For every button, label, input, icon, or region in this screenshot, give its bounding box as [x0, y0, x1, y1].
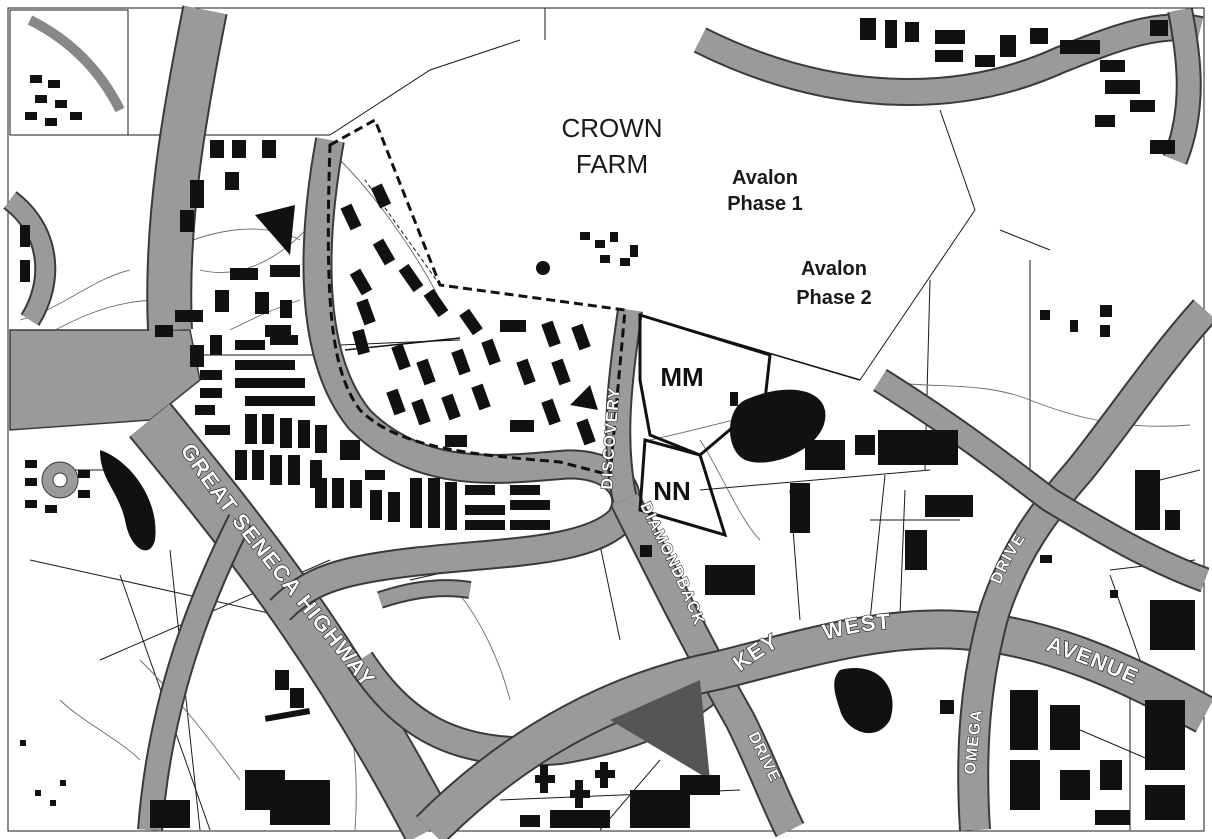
- parcel-mm-nn: [638, 312, 861, 538]
- subdivision-top-left: [9, 9, 129, 136]
- label-parcel-nn: NN: [653, 476, 691, 506]
- area-labels: CROWN FARM Avalon Phase 1 Avalon Phase 2…: [561, 113, 871, 506]
- label-parcel-mm: MM: [660, 362, 703, 392]
- label-crown-line1: CROWN: [561, 113, 662, 143]
- ponds: [100, 205, 893, 780]
- label-avalon-phase2-line2: Phase 2: [796, 287, 872, 309]
- road-network: [3, 5, 1212, 839]
- label-avalon-phase1-line2: Phase 1: [727, 193, 803, 215]
- subdivision-top-right: [693, 7, 1204, 165]
- buildings: [20, 140, 1195, 828]
- label-avalon-phase2-line1: Avalon: [801, 258, 867, 280]
- label-avalon-phase1-line1: Avalon: [732, 167, 798, 189]
- label-farm-line2: FARM: [576, 149, 648, 179]
